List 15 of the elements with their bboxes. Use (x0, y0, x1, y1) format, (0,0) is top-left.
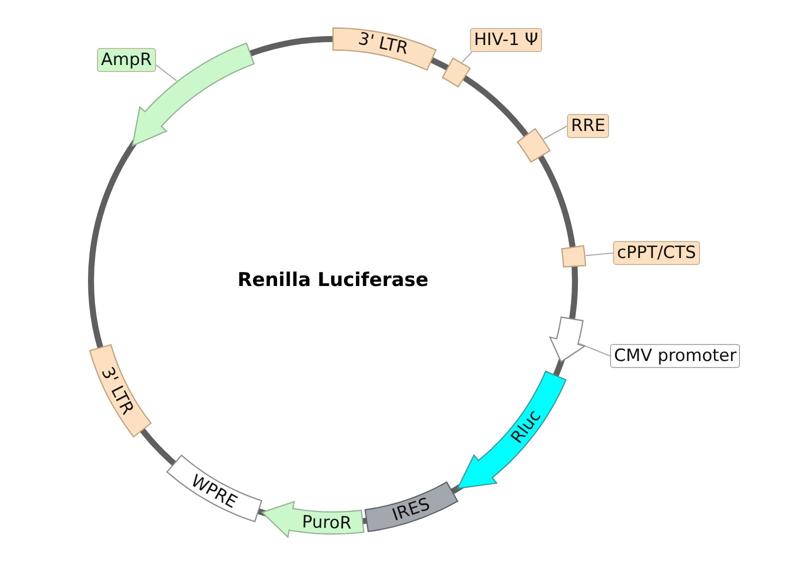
feature-label: PuroR (301, 512, 352, 534)
leader-line (462, 52, 472, 63)
callout-label: cPPT/CTS (613, 241, 700, 265)
leader-line (543, 126, 568, 140)
feature-label: 3' LTR (97, 364, 138, 418)
callout-label: CMV promoter (610, 344, 740, 368)
plasmid-name: Renilla Luciferase (238, 269, 428, 291)
leader-line (586, 252, 614, 256)
leader-line (156, 64, 177, 82)
feature-label: IRES (390, 494, 432, 526)
callout-label: RRE (567, 114, 610, 138)
callout-label: HIV-1 Ψ (470, 28, 542, 52)
feature-label: 3' LTR (356, 29, 410, 60)
callout-label: AmpR (97, 48, 156, 72)
leader-line (579, 343, 610, 356)
